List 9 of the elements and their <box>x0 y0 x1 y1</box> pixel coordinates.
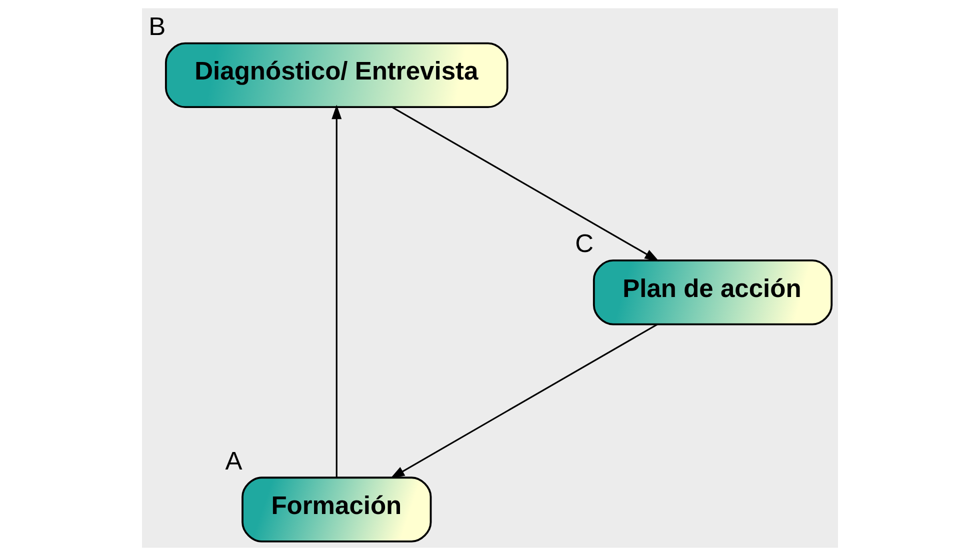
node-box: Diagnóstico/ Entrevista <box>164 42 508 108</box>
node-label: C <box>574 230 594 258</box>
arrow <box>391 106 659 262</box>
node-label: A <box>224 447 242 476</box>
node-box: Plan de acción <box>592 260 832 326</box>
node-label: B <box>148 12 166 41</box>
arrow <box>390 324 658 479</box>
node-box: Formación <box>241 476 432 542</box>
arrow <box>331 104 342 478</box>
